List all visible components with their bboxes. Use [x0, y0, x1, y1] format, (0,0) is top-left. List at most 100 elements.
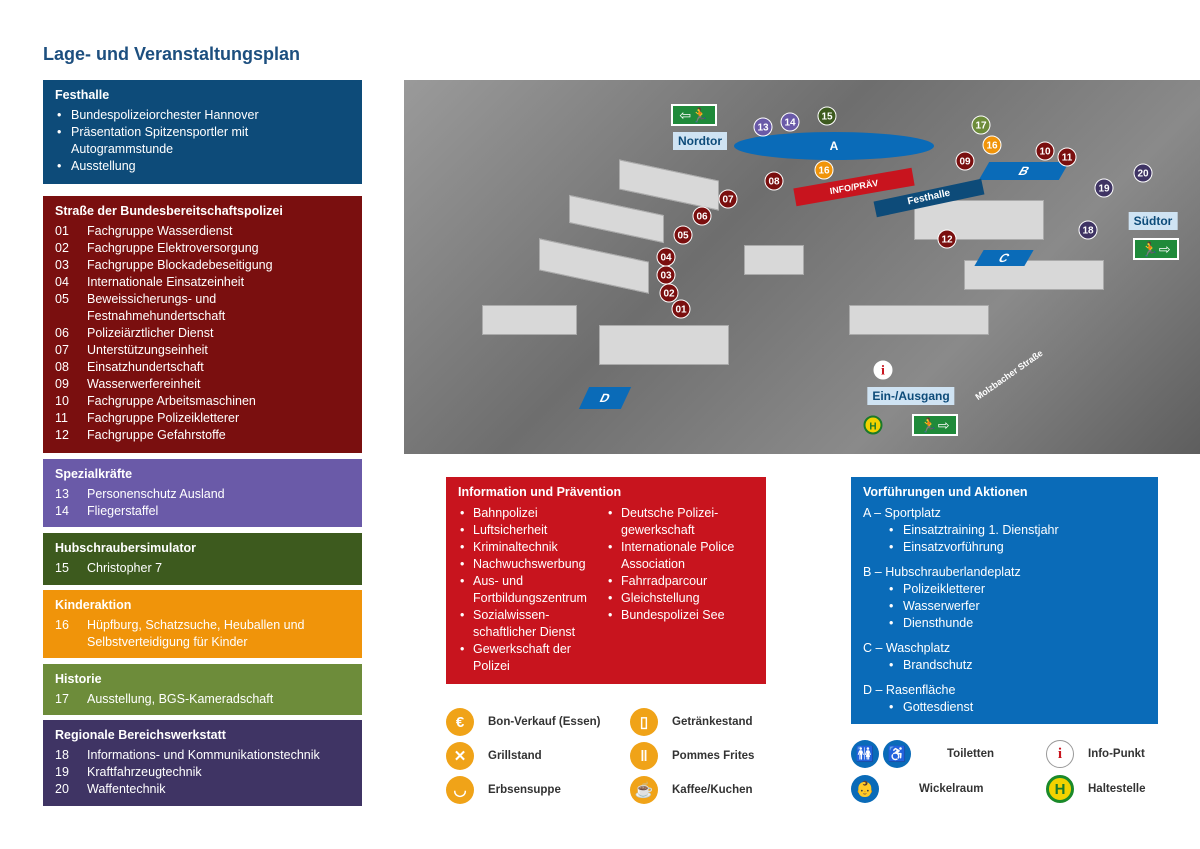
exit-sign-icon: 🏃⇨: [1133, 238, 1179, 260]
list-item: Sozialwissen-schaftlicher Dienst: [458, 607, 606, 641]
list-item: Gewerkschaft der Polizei: [458, 641, 606, 675]
historie-title: Historie: [55, 672, 102, 686]
list-item: Bundespolizeiorchester Hannover: [55, 107, 350, 124]
marker-16[interactable]: 16: [814, 160, 834, 180]
suedtor-label: Südtor: [1128, 212, 1178, 230]
festhalle-title: Festhalle: [55, 88, 110, 102]
legend-pommes: ‖Pommes Frites: [630, 742, 754, 770]
nordtor-label: Nordtor: [673, 132, 727, 150]
list-item: Luftsicherheit: [458, 522, 606, 539]
legend-toiletten: 🚻♿Toiletten: [851, 740, 994, 768]
action-group: C – WaschplatzBrandschutz: [863, 640, 1146, 674]
toilet-icon: 🚻: [851, 740, 879, 768]
list-item: Ausstellung: [55, 158, 350, 175]
exit-sign-icon: ⇦🏃: [671, 104, 717, 126]
fork-knife-icon: ✕: [446, 742, 474, 770]
bus-stop-icon: H: [1046, 775, 1074, 803]
action-head: B – Hubschrauberlandeplatz: [863, 565, 1021, 579]
street-label: Molzbacher Straße: [973, 347, 1045, 403]
legend-wickel: 👶Wickelraum: [851, 775, 983, 803]
info-praevention-box: Information und Prävention BahnpolizeiLu…: [446, 477, 766, 684]
festhalle-box: Festhalle Bundespolizeiorchester Hannove…: [43, 80, 362, 184]
drink-glass-icon: ▯: [630, 708, 658, 736]
baby-changing-icon: 👶: [851, 775, 879, 803]
marker-04[interactable]: 04: [656, 247, 676, 267]
page-title: Lage- und Veranstaltungsplan: [43, 44, 301, 64]
hubschrauber-title: Hubschraubersimulator: [55, 541, 197, 555]
marker-17[interactable]: 17: [971, 115, 991, 135]
marker-10[interactable]: 10: [1035, 141, 1055, 161]
marker-14[interactable]: 14: [780, 112, 800, 132]
list-item: Brandschutz: [863, 657, 1146, 674]
marker-11[interactable]: 11: [1057, 147, 1077, 167]
list-item: Bundespolizei See: [606, 607, 754, 624]
marker-03[interactable]: 03: [656, 265, 676, 285]
area-c: C: [974, 250, 1034, 266]
action-group: A – SportplatzEinsatztraining 1. Dienstj…: [863, 505, 1146, 556]
spezial-title: Spezialkräfte: [55, 467, 133, 481]
wheelchair-icon: ♿: [883, 740, 911, 768]
action-head: A – Sportplatz: [863, 506, 941, 520]
legend-grill: ✕Grillstand: [446, 742, 542, 770]
bus-stop-icon: H: [863, 415, 883, 435]
site-map[interactable]: A B C D INFO/PRÄV Festhalle Molzbacher S…: [404, 80, 1200, 454]
list-item: Diensthunde: [863, 615, 1146, 632]
marker-20[interactable]: 20: [1133, 163, 1153, 183]
coffee-cup-icon: ☕: [630, 776, 658, 804]
marker-16b[interactable]: 16: [982, 135, 1002, 155]
list-item: Einsatzvorführung: [863, 539, 1146, 556]
list-item: Bahnpolizei: [458, 505, 606, 522]
list-item: Präsentation Spitzensportler mit Autogra…: [55, 124, 350, 158]
marker-09[interactable]: 09: [955, 151, 975, 171]
action-group: D – RasenflächeGottesdienst: [863, 682, 1146, 716]
info-point-icon: i: [873, 360, 893, 380]
legend-bon: €Bon-Verkauf (Essen): [446, 708, 600, 736]
marker-08[interactable]: 08: [764, 171, 784, 191]
action-group: B – HubschrauberlandeplatzPolizeikletter…: [863, 564, 1146, 632]
marker-02[interactable]: 02: [659, 283, 679, 303]
marker-05[interactable]: 05: [673, 225, 693, 245]
marker-13[interactable]: 13: [753, 117, 773, 137]
action-head: C – Waschplatz: [863, 641, 951, 655]
regional-title: Regionale Bereichswerkstatt: [55, 728, 226, 742]
marker-07[interactable]: 07: [718, 189, 738, 209]
list-item: Fahrradparcour: [606, 573, 754, 590]
list-item: Kriminaltechnik: [458, 539, 606, 556]
strasse-title: Straße der Bundesbereitschaftspolizei: [55, 204, 283, 218]
action-head: D – Rasenfläche: [863, 683, 956, 697]
exit-sign-icon: 🏃⇨: [912, 414, 958, 436]
area-a: A: [734, 132, 934, 160]
marker-18[interactable]: 18: [1078, 220, 1098, 240]
kinder-title: Kinderaktion: [55, 598, 132, 612]
fries-icon: ‖: [630, 742, 658, 770]
marker-12[interactable]: 12: [937, 229, 957, 249]
marker-01[interactable]: 01: [671, 299, 691, 319]
list-item: Gottesdienst: [863, 699, 1146, 716]
marker-19[interactable]: 19: [1094, 178, 1114, 198]
marker-06[interactable]: 06: [692, 206, 712, 226]
marker-15[interactable]: 15: [817, 106, 837, 126]
list-item: Polizeikletterer: [863, 581, 1146, 598]
